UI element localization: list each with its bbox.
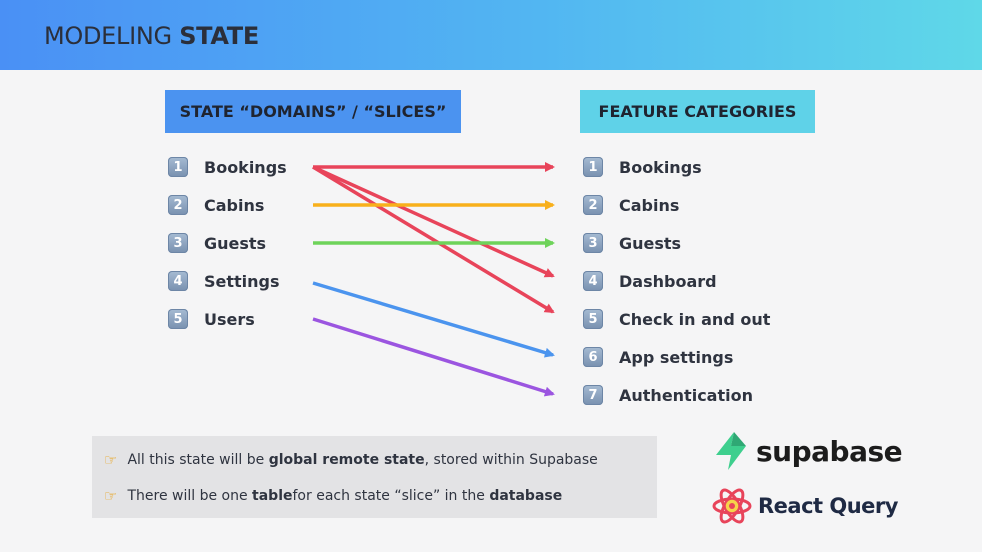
feature-label: App settings [619,347,734,367]
react-query-wordmark: React Query [758,494,898,518]
feature-item-check-in-out: 5 Check in and out [583,307,770,331]
notes-box: ☞ All this state will be global remote s… [92,436,657,518]
arrow-bookings-to-dashboard [312,165,555,278]
number-1-badge: 1 [168,157,188,177]
number-1-badge: 1 [583,157,603,177]
state-label: Settings [204,271,280,291]
state-item-users: 5 Users [168,307,255,331]
title-bar: MODELING STATE [0,0,982,70]
feature-item-authentication: 7 Authentication [583,383,753,407]
note-text-post: , stored within Supabase [424,452,598,468]
state-label: Guests [204,233,267,253]
number-7-badge: 7 [583,385,603,405]
feature-item-dashboard: 4 Dashboard [583,269,717,293]
pointing-hand-icon: ☞ [104,451,118,469]
number-4-badge: 4 [583,271,603,291]
feature-label: Guests [619,233,682,253]
supabase-logo: supabase [714,431,903,471]
page-title: MODELING STATE [44,22,259,50]
feature-label: Authentication [619,385,753,405]
state-item-settings: 4 Settings [168,269,280,293]
number-2-badge: 2 [583,195,603,215]
number-4-badge: 4 [168,271,188,291]
state-label: Cabins [204,195,265,215]
number-2-badge: 2 [168,195,188,215]
feature-label: Cabins [619,195,680,215]
supabase-wordmark: supabase [756,434,903,468]
react-query-logo: React Query [712,486,898,526]
note-text-bold2: database [489,488,563,504]
note-text-bold: table [252,488,293,504]
feature-item-guests: 3 Guests [583,231,681,255]
feature-categories-header: FEATURE CATEGORIES [580,90,815,133]
feature-label: Bookings [619,157,702,177]
number-5-badge: 5 [583,309,603,329]
title-prefix: MODELING [44,22,172,50]
note-table-per-slice: ☞ There will be one table for each state… [104,484,562,508]
state-item-cabins: 2 Cabins [168,193,264,217]
state-label: Bookings [204,157,287,177]
arrow-bookings-to-checkin [312,165,555,314]
number-3-badge: 3 [583,233,603,253]
feature-item-bookings: 1 Bookings [583,155,702,179]
feature-item-cabins: 2 Cabins [583,193,679,217]
number-3-badge: 3 [168,233,188,253]
note-text-bold: global remote state [268,452,425,468]
pointing-hand-icon: ☞ [104,487,118,505]
feature-item-app-settings: 6 App settings [583,345,733,369]
feature-label: Check in and out [619,309,771,329]
state-item-guests: 3 Guests [168,231,266,255]
number-6-badge: 6 [583,347,603,367]
number-5-badge: 5 [168,309,188,329]
arrow-users-to-authentication [312,317,555,397]
note-global-remote-state: ☞ All this state will be global remote s… [104,448,598,472]
state-item-bookings: 1 Bookings [168,155,287,179]
react-query-icon [712,488,752,524]
feature-label: Dashboard [619,271,717,291]
arrow-settings-to-app-settings [312,281,555,358]
state-domains-header: STATE “DOMAINS” / “SLICES” [165,90,461,133]
note-text-pre: There will be one [127,488,248,504]
note-text-pre: All this state will be [127,452,265,468]
supabase-bolt-icon [716,432,746,470]
state-label: Users [204,309,255,329]
title-bold: STATE [179,22,259,50]
note-text-mid: for each state “slice” in the [292,488,485,504]
